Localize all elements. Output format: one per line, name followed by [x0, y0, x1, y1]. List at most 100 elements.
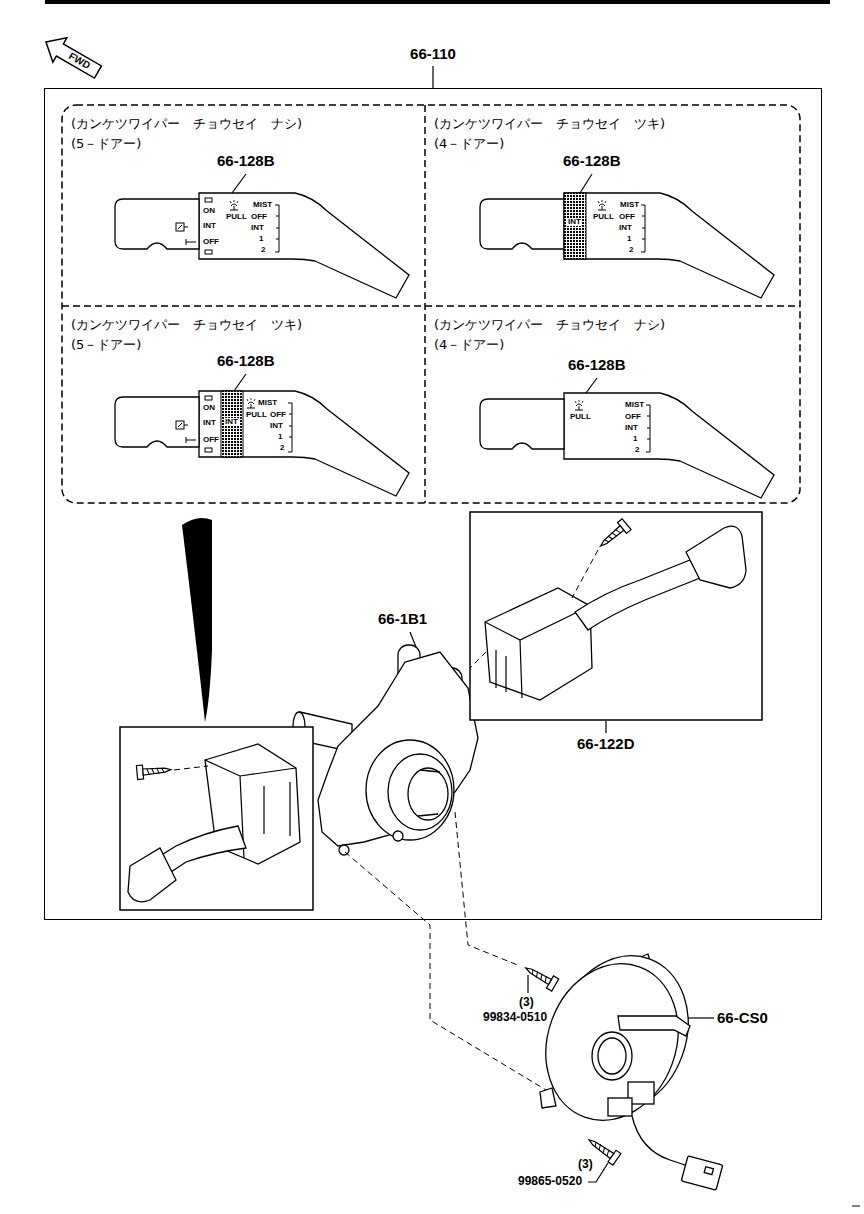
clock-spring	[632, 1116, 688, 1166]
header-bar	[45, 0, 830, 4]
forward-arrow	[39, 30, 105, 84]
variant-frame	[424, 105, 426, 503]
callout-number: 66-128B	[568, 357, 626, 372]
switch-position: 1	[259, 235, 263, 243]
combination-switch-body	[293, 645, 478, 855]
wiper-lever	[480, 174, 774, 298]
clock-spring	[540, 1088, 556, 1108]
switch-position: OFF	[203, 436, 219, 444]
assembly-line	[470, 652, 486, 668]
variant-heading: (カンケツワイパー チョウセイ ツキ)	[434, 114, 665, 134]
wiper-lever	[646, 405, 650, 452]
wiper-lever	[176, 421, 188, 429]
variant-panel: (カンケツワイパー チョウセイ ツキ)(5－ドアー)	[63, 307, 426, 504]
wiper-lever	[115, 193, 409, 298]
variant-heading: (4－ドアー)	[434, 134, 504, 154]
callout-number: 66-1B1	[378, 611, 427, 626]
variant-panel: (カンケツワイパー チョウセイ ナシ)(4－ドアー)	[426, 307, 801, 504]
wiper-lever	[580, 174, 592, 193]
combination-switch-body	[366, 740, 454, 840]
switch-position: PULL	[593, 213, 614, 221]
detail-inset	[160, 826, 246, 874]
wiper-lever	[275, 205, 279, 252]
wiper-lever	[205, 396, 212, 400]
variant-heading: (カンケツワイパー チョウセイ ナシ)	[71, 114, 302, 134]
variant-heading: (4－ドアー)	[434, 335, 504, 355]
callout-number: 66-128B	[217, 353, 275, 368]
wiper-lever	[288, 403, 292, 452]
part-number: 99865-0520	[518, 1175, 582, 1187]
switch-position: MIST	[625, 401, 644, 409]
callout-number: 66-128B	[217, 153, 275, 168]
detail-inset	[120, 727, 313, 910]
clock-spring	[524, 937, 722, 1190]
variant-heading: (カンケツワイパー チョウセイ ツキ)	[71, 315, 302, 335]
switch-position: 2	[635, 446, 639, 454]
wiper-lever	[205, 448, 212, 452]
detail-inset	[174, 766, 208, 770]
detail-inset	[575, 560, 700, 630]
clock-spring	[608, 1098, 632, 1116]
combination-switch-body	[388, 754, 452, 830]
switch-position: OFF	[270, 411, 286, 419]
switch-position: INT	[251, 224, 264, 232]
variant-frame	[62, 105, 800, 503]
switch-position: INT	[203, 419, 216, 427]
switch-position: INT	[270, 422, 283, 430]
wiper-lever	[186, 239, 196, 245]
leader-line	[605, 721, 606, 733]
clock-spring	[524, 945, 699, 1139]
switch-position: PULL	[246, 411, 267, 419]
switch-position: OFF	[251, 213, 267, 221]
forward-arrow	[39, 30, 105, 84]
switch-position: INT	[203, 222, 216, 230]
assembly-line	[345, 812, 546, 1090]
detail-inset	[470, 512, 762, 720]
clock-spring	[704, 1167, 713, 1175]
part-number: 99834-0510	[483, 1011, 547, 1023]
switch-position: OFF	[619, 213, 635, 221]
wiper-lever	[115, 391, 409, 496]
switch-position: 2	[629, 246, 633, 254]
switch-position: INT	[619, 224, 632, 232]
variant-frame	[62, 105, 800, 503]
switch-position: 1	[627, 235, 631, 243]
clock-spring	[681, 1156, 723, 1190]
wiper-lever	[230, 200, 238, 210]
leader-line	[688, 1017, 714, 1018]
wiper-lever	[205, 250, 212, 254]
switch-position: OFF	[203, 238, 219, 246]
variant-heading: (5－ドアー)	[71, 134, 141, 154]
detail-pointer	[182, 518, 212, 722]
switch-position: INT	[224, 418, 239, 426]
variant-panel: (カンケツワイパー チョウセイ ツキ)(4－ドアー)	[426, 106, 801, 307]
variant-heading: (5－ドアー)	[71, 335, 141, 355]
switch-position: ON	[203, 404, 215, 412]
switch-position: MIST	[620, 201, 639, 209]
variant-frame	[62, 305, 800, 307]
wiper-lever	[641, 205, 645, 252]
clock-spring	[618, 1016, 690, 1036]
switch-position: ON	[203, 207, 215, 215]
wiper-lever	[480, 393, 774, 498]
callout-number: 66-CS0	[717, 1010, 768, 1025]
wiper-lever	[232, 174, 246, 193]
combination-switch-body	[418, 770, 440, 816]
callout-number: 66-128B	[563, 153, 621, 168]
assembly-number: 66-110	[410, 45, 456, 63]
combination-switch-body	[393, 831, 403, 841]
leader-line	[410, 632, 416, 647]
detail-inset	[686, 526, 746, 588]
switch-position: PULL	[570, 413, 591, 421]
page-mark	[852, 1206, 860, 1207]
switch-position: OFF	[625, 413, 641, 421]
clock-spring	[598, 1038, 626, 1074]
switch-position: MIST	[253, 201, 272, 209]
wiper-lever	[221, 391, 243, 457]
variant-panel: (カンケツワイパー チョウセイ ナシ)(5－ドアー)	[63, 106, 426, 307]
wiper-lever	[205, 198, 212, 202]
variant-heading: (カンケツワイパー チョウセイ ナシ)	[434, 315, 665, 335]
leader-line	[527, 975, 528, 993]
detail-inset	[485, 606, 590, 698]
detail-inset	[596, 519, 631, 552]
